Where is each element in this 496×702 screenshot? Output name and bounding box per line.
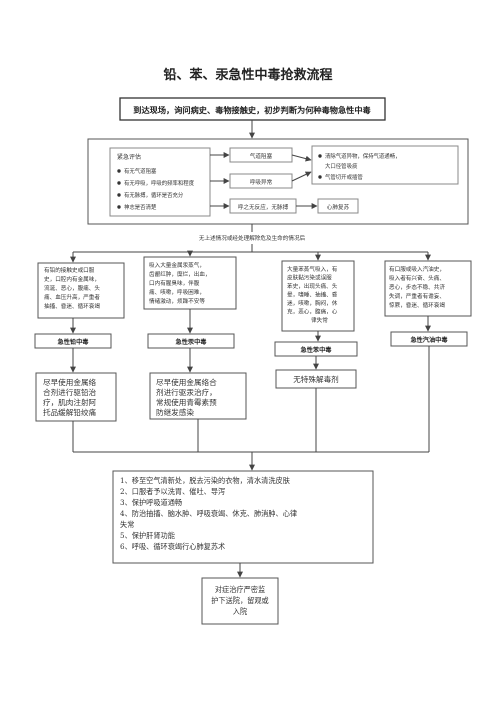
- lead-treatment-line: 尽早使用金属络: [43, 377, 97, 387]
- mercury-treatment-line: 防继发感染: [156, 407, 194, 417]
- page-title: 铅、苯、汞急性中毒抢救流程: [163, 67, 332, 83]
- assessment-panel: 紧急评估 有无气道阻塞 有无呼吸，呼吸的频率和程度 有无脉搏，循环是否充分 神志…: [87, 138, 469, 225]
- benzene-treatment-line: 无特殊解毒剂: [293, 374, 339, 384]
- mercury-treatment-line: 剂进行驱汞治疗，: [156, 387, 217, 397]
- arrow-airway-to-actions: [291, 154, 312, 162]
- bullet-icon: [318, 154, 322, 158]
- lead-symptom-line: 痛、血压升高，严重者: [44, 293, 100, 301]
- action-item: 清除气道异物，保持气道通畅，: [325, 152, 400, 160]
- general-step: 失常: [120, 520, 134, 529]
- lead-symptom-line: 流涎、恶心，腹痛、头: [44, 284, 100, 292]
- general-step: 1、移至空气清新处，脱去污染的衣物，清水清洗皮肤: [120, 476, 290, 485]
- mercury-symptom-line: 吸入大量金属汞蒸气，: [149, 261, 205, 269]
- no-pulse-label: 呼之无反应，无脉搏: [238, 203, 289, 211]
- final-line: 对症治疗严密监: [215, 585, 265, 594]
- assessment-item: 有无气道阻塞: [124, 167, 157, 175]
- mercury-symptom-line: 痛、咳嗽，呼吸困难，: [149, 288, 205, 296]
- header-box: 到达现场，询问病史、毒物接触史，初步判断为何种毒物急性中毒: [119, 97, 386, 121]
- benzene-diagnosis-label: 急性苯中毒: [301, 346, 333, 354]
- lead-symptom-line: 有铅的接触史或口服: [44, 266, 95, 274]
- mercury-symptom-line: 情绪激动，烦躁不安等: [149, 297, 205, 305]
- column-lead: 有铅的接触史或口服 史，口腔内有金属味， 流涎、恶心，腹痛、头 痛、血压升高，严…: [34, 262, 125, 422]
- gasoline-diagnosis-label: 急性汽油中毒: [410, 336, 448, 344]
- bullet-icon: [117, 205, 121, 209]
- mercury-symptom-line: 齿龈红肿，糜烂，出血，: [149, 270, 211, 278]
- assessment-item: 神志是否清楚: [124, 203, 157, 211]
- final-box: 对症治疗严密监 护下送院，留观或 入院: [201, 577, 279, 625]
- general-step: 3、保护呼吸道通畅: [120, 498, 182, 507]
- general-step: 2、口服者予以洗胃、催吐、导泻: [120, 487, 225, 496]
- lead-symptom-line: 抽搐、昏迷、循环衰竭: [44, 302, 100, 310]
- cpr-label: 心肺复苏: [327, 203, 350, 211]
- general-step: 4、防治抽搐、脑水肿、呼吸衰竭、休克、肺消肿、心律: [120, 509, 297, 518]
- general-step: 6、呼吸、循环衰竭行心肺复苏术: [120, 542, 225, 551]
- bullet-icon: [117, 169, 121, 173]
- gasoline-symptom-line: 惊厥，昏迷、循环衰竭: [389, 301, 445, 309]
- lead-treatment-line: 疗，肌肉注射阿: [43, 397, 97, 407]
- lead-symptom-line: 史，口腔内有金属味，: [44, 275, 100, 283]
- gasoline-symptom-line: 恶心，步态不稳、共济: [389, 283, 445, 291]
- gasoline-symptom-line: 失调，严重者有谵妄、: [389, 292, 445, 300]
- breathing-abnormal-label: 呼吸异常: [250, 178, 273, 186]
- mercury-symptom-line: 口内有腥臭味，伴腹: [149, 279, 200, 287]
- header-text: 到达现场，询问病史、毒物接触史，初步判断为何种毒物急性中毒: [133, 105, 371, 115]
- gasoline-symptom-line: 有口服或吸入汽油史，: [389, 265, 445, 273]
- mercury-diagnosis-label: 急性汞中毒: [176, 338, 208, 346]
- benzene-symptom-line: 苯史，出现头痛、头: [287, 282, 338, 290]
- bullet-icon: [117, 193, 121, 197]
- mercury-treatment-line: 尽早使用金属络合: [156, 377, 217, 387]
- general-treatment-box: 1、移至空气清新处，脱去污染的衣物，清水清洗皮肤 2、口服者予以洗胃、催吐、导泻…: [112, 470, 374, 564]
- column-mercury: 吸入大量金属汞蒸气， 齿龈红肿，糜烂，出血， 口内有腥臭味，伴腹 痛、咳嗽，呼吸…: [143, 256, 247, 420]
- benzene-symptom-line: 律失常: [311, 316, 328, 324]
- benzene-symptom-line: 晕，嗜睡、抽搐、昏: [287, 291, 338, 299]
- arrow-breathing-to-actions: [291, 171, 312, 182]
- lead-diagnosis-label: 急性铅中毒: [58, 338, 90, 346]
- benzene-symptom-line: 克，恶心，腹痛，心: [287, 308, 338, 316]
- transition-note: 无上述情况或经处理解除危及生命的情况后: [199, 234, 306, 242]
- assessment-item: 有无呼吸，呼吸的频率和程度: [124, 179, 195, 187]
- airway-obstruction-label: 气道阻塞: [250, 152, 273, 160]
- final-line: 护下送院，留观或: [211, 596, 269, 605]
- mercury-treatment-line: 常规使用青霉素预: [156, 397, 217, 407]
- gasoline-symptom-line: 吸入者有兴奋、头痛、: [389, 274, 445, 282]
- assessment-item: 有无脉搏，循环是否充分: [124, 191, 184, 199]
- bullet-icon: [117, 181, 121, 185]
- benzene-symptom-line: 大量苯蒸气吸入，有: [287, 265, 338, 273]
- final-line: 入院: [233, 607, 247, 616]
- lead-treatment-line: 托品缓解铅绞痛: [43, 407, 97, 417]
- action-item: 大口径管吸痰: [325, 162, 358, 170]
- assessment-title: 紧急评估: [117, 153, 141, 161]
- column-gasoline: 有口服或吸入汽油史， 吸入者有兴奋、头痛、 恶心，步态不稳、共济 失调，严重者有…: [384, 260, 472, 347]
- general-step: 5、保护肝肾功能: [120, 531, 175, 540]
- lead-treatment-line: 合剂进行驱铅治: [43, 387, 97, 397]
- action-item: 气管切开或插管: [325, 173, 363, 181]
- benzene-symptom-line: 迷，咳嗽，胸闷，休: [287, 299, 338, 307]
- column-benzene: 大量苯蒸气吸入，有 皮肤黏污染或误服 苯史，出现头痛、头 晕，嗜睡、抽搐、昏 迷…: [274, 260, 358, 389]
- bullet-icon: [318, 175, 322, 179]
- benzene-symptom-line: 皮肤黏污染或误服: [287, 274, 332, 282]
